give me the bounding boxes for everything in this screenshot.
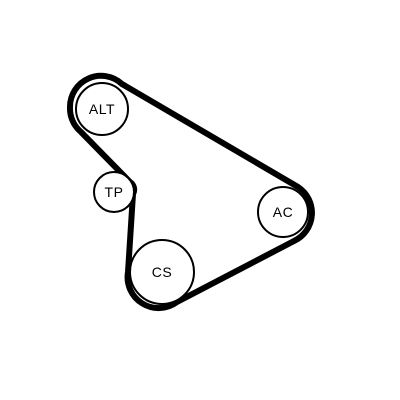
alternator-pulley-label: ALT xyxy=(89,101,115,117)
ac-compressor-pulley-circle xyxy=(257,186,309,238)
alternator-pulley-circle xyxy=(75,82,129,136)
alternator-pulley: ALT xyxy=(75,82,129,136)
ac-compressor-pulley: AC xyxy=(257,186,309,238)
tensioner-pulley-label: TP xyxy=(105,184,124,200)
tensioner-pulley: TP xyxy=(93,171,135,213)
ac-compressor-pulley-label: AC xyxy=(273,204,293,220)
crankshaft-pulley: CS xyxy=(129,239,195,305)
crankshaft-pulley-circle xyxy=(129,239,195,305)
crankshaft-pulley-label: CS xyxy=(152,264,172,280)
tensioner-pulley-circle xyxy=(93,171,135,213)
